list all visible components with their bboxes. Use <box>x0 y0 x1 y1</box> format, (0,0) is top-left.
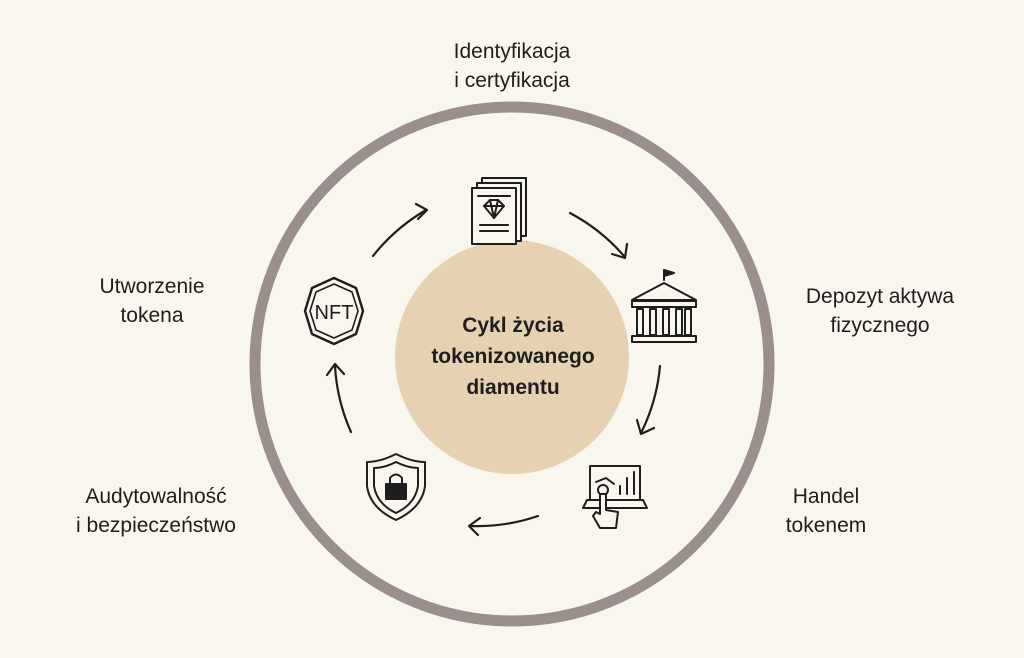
stage-label-tokenization: Utworzenie tokena <box>52 272 252 330</box>
stage-label-line: Audytowalność <box>85 485 227 508</box>
trading-laptop-icon <box>582 465 648 529</box>
title-line-3: diamentu <box>466 376 560 399</box>
certificate-diamond-icon <box>471 177 527 245</box>
stage-label-line: Utworzenie <box>99 275 205 298</box>
stage-label-line: Identyfikacja <box>453 40 571 63</box>
bank-building-icon <box>631 269 697 343</box>
outer-ring <box>249 101 775 627</box>
stage-label-line: i certyfikacja <box>454 69 570 92</box>
stage-label-line: i bezpieczeństwo <box>76 514 236 537</box>
diagram-title: Cykl życia tokenizowanego diamentu <box>395 310 631 403</box>
shield-lock-icon <box>366 453 426 521</box>
title-line-1: Cykl życia <box>462 314 564 337</box>
stage-label-trading: Handel tokenem <box>716 482 936 540</box>
stage-label-line: tokenem <box>785 514 867 537</box>
stage-label-line: fizycznego <box>830 314 930 337</box>
arrow-to-identification <box>371 202 429 258</box>
stage-label-audit: Audytowalność i bezpieczeństwo <box>36 482 276 540</box>
nft-hexagon-icon <box>303 276 365 346</box>
center-disk <box>395 240 629 474</box>
arrow-to-audit <box>467 514 540 537</box>
stage-label-deposit: Depozyt aktywa fizycznego <box>760 282 1000 340</box>
stage-label-line: tokena <box>120 304 184 327</box>
arrow-to-deposit <box>568 211 629 260</box>
stage-label-line: Depozyt aktywa <box>805 285 955 308</box>
arrow-to-trading <box>635 364 662 436</box>
title-line-2: tokenizowanego <box>431 345 595 368</box>
arrow-to-tokenization <box>325 362 353 434</box>
stage-label-line: Handel <box>792 485 860 508</box>
nft-badge-text: NFT <box>315 302 354 324</box>
stage-label-identification: Identyfikacja i certyfikacja <box>392 37 632 95</box>
